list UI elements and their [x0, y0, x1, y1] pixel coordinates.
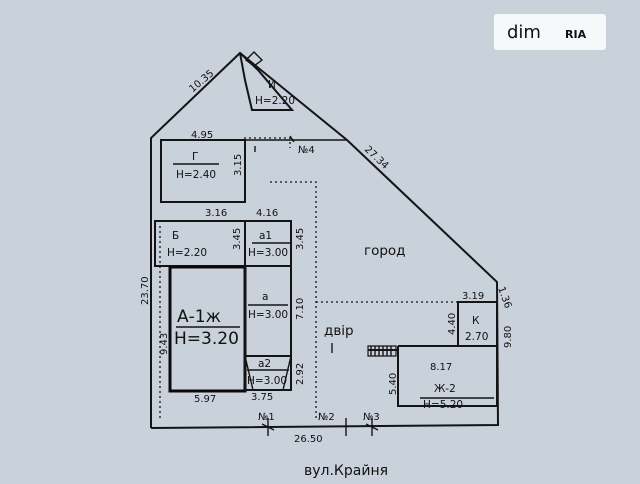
dim-8-17: 8.17 — [430, 362, 452, 373]
dim-3-15: 3.15 — [233, 154, 244, 176]
dim-3-75: 3.75 — [251, 392, 273, 403]
room-i-height: Н=2.20 — [255, 95, 295, 107]
room-k-letter: К — [472, 315, 480, 327]
room-i-letter: И — [268, 79, 276, 91]
dim-26-50: 26.50 — [294, 434, 323, 445]
room-g-letter: Г — [192, 151, 198, 163]
building-i — [239, 52, 295, 111]
entry-ticks — [261, 418, 379, 436]
dim-3-19: 3.19 — [462, 291, 484, 302]
dim-3-16: 3.16 — [205, 208, 227, 219]
marker-n1: №1 — [258, 412, 275, 423]
dim-4-16: 4.16 — [256, 208, 278, 219]
marker-n3: №3 — [363, 412, 380, 423]
building-a2 — [244, 355, 292, 391]
dim-5-40: 5.40 — [388, 373, 399, 395]
room-b-height: Н=2.20 — [167, 247, 207, 259]
yard-label: двір — [324, 323, 354, 339]
room-b-letter: Б — [172, 230, 179, 242]
room-a-height: Н=3.00 — [248, 309, 288, 321]
watermark-box — [494, 14, 606, 50]
dim-3-45-right: 3.45 — [295, 228, 306, 250]
dim-23-70: 23.70 — [140, 276, 151, 305]
gate-hatch — [370, 346, 392, 356]
room-zh2-letter: Ж-2 — [434, 383, 456, 395]
building-zh2 — [397, 345, 498, 407]
garden-label: город — [364, 243, 406, 259]
dim-2-92: 2.92 — [295, 363, 306, 385]
marker-n2: №2 — [318, 412, 335, 423]
room-main-letter: А-1ж — [177, 307, 221, 327]
dim-5-97: 5.97 — [194, 394, 216, 405]
dim-10-35: 10.35 — [187, 68, 216, 95]
room-k-height: 2.70 — [465, 331, 488, 343]
room-a-letter: а — [262, 291, 268, 303]
dotted-yard-line — [270, 181, 317, 418]
watermark-brand: dim — [507, 22, 541, 43]
a2-diagonals — [244, 355, 292, 391]
chimney-icon — [244, 51, 264, 67]
room-a1-letter: а1 — [259, 230, 272, 242]
dim-4-95: 4.95 — [191, 130, 213, 141]
dim-3-45-left: 3.45 — [232, 228, 243, 250]
dim-7-10: 7.10 — [295, 298, 306, 320]
dotted-top-line — [244, 137, 291, 148]
yard-number: I — [330, 341, 334, 357]
street-label: вул.Крайня — [304, 463, 388, 479]
building-g — [160, 139, 246, 203]
dim-4-40: 4.40 — [447, 313, 458, 335]
room-a2-height: Н=3.00 — [247, 375, 287, 387]
room-a2-letter: а2 — [258, 358, 271, 370]
room-g-height: Н=2.40 — [176, 169, 216, 181]
top-ticks — [254, 135, 295, 152]
marker-n4: №4 — [298, 145, 315, 156]
dim-9-80: 9.80 — [503, 326, 514, 348]
room-a1-height: Н=3.00 — [248, 247, 288, 259]
watermark-sub: RIA — [565, 28, 587, 41]
room-zh2-height: Н=5.20 — [423, 399, 463, 411]
dim-9-43: 9.43 — [159, 333, 170, 355]
room-main-height: Н=3.20 — [174, 329, 239, 349]
